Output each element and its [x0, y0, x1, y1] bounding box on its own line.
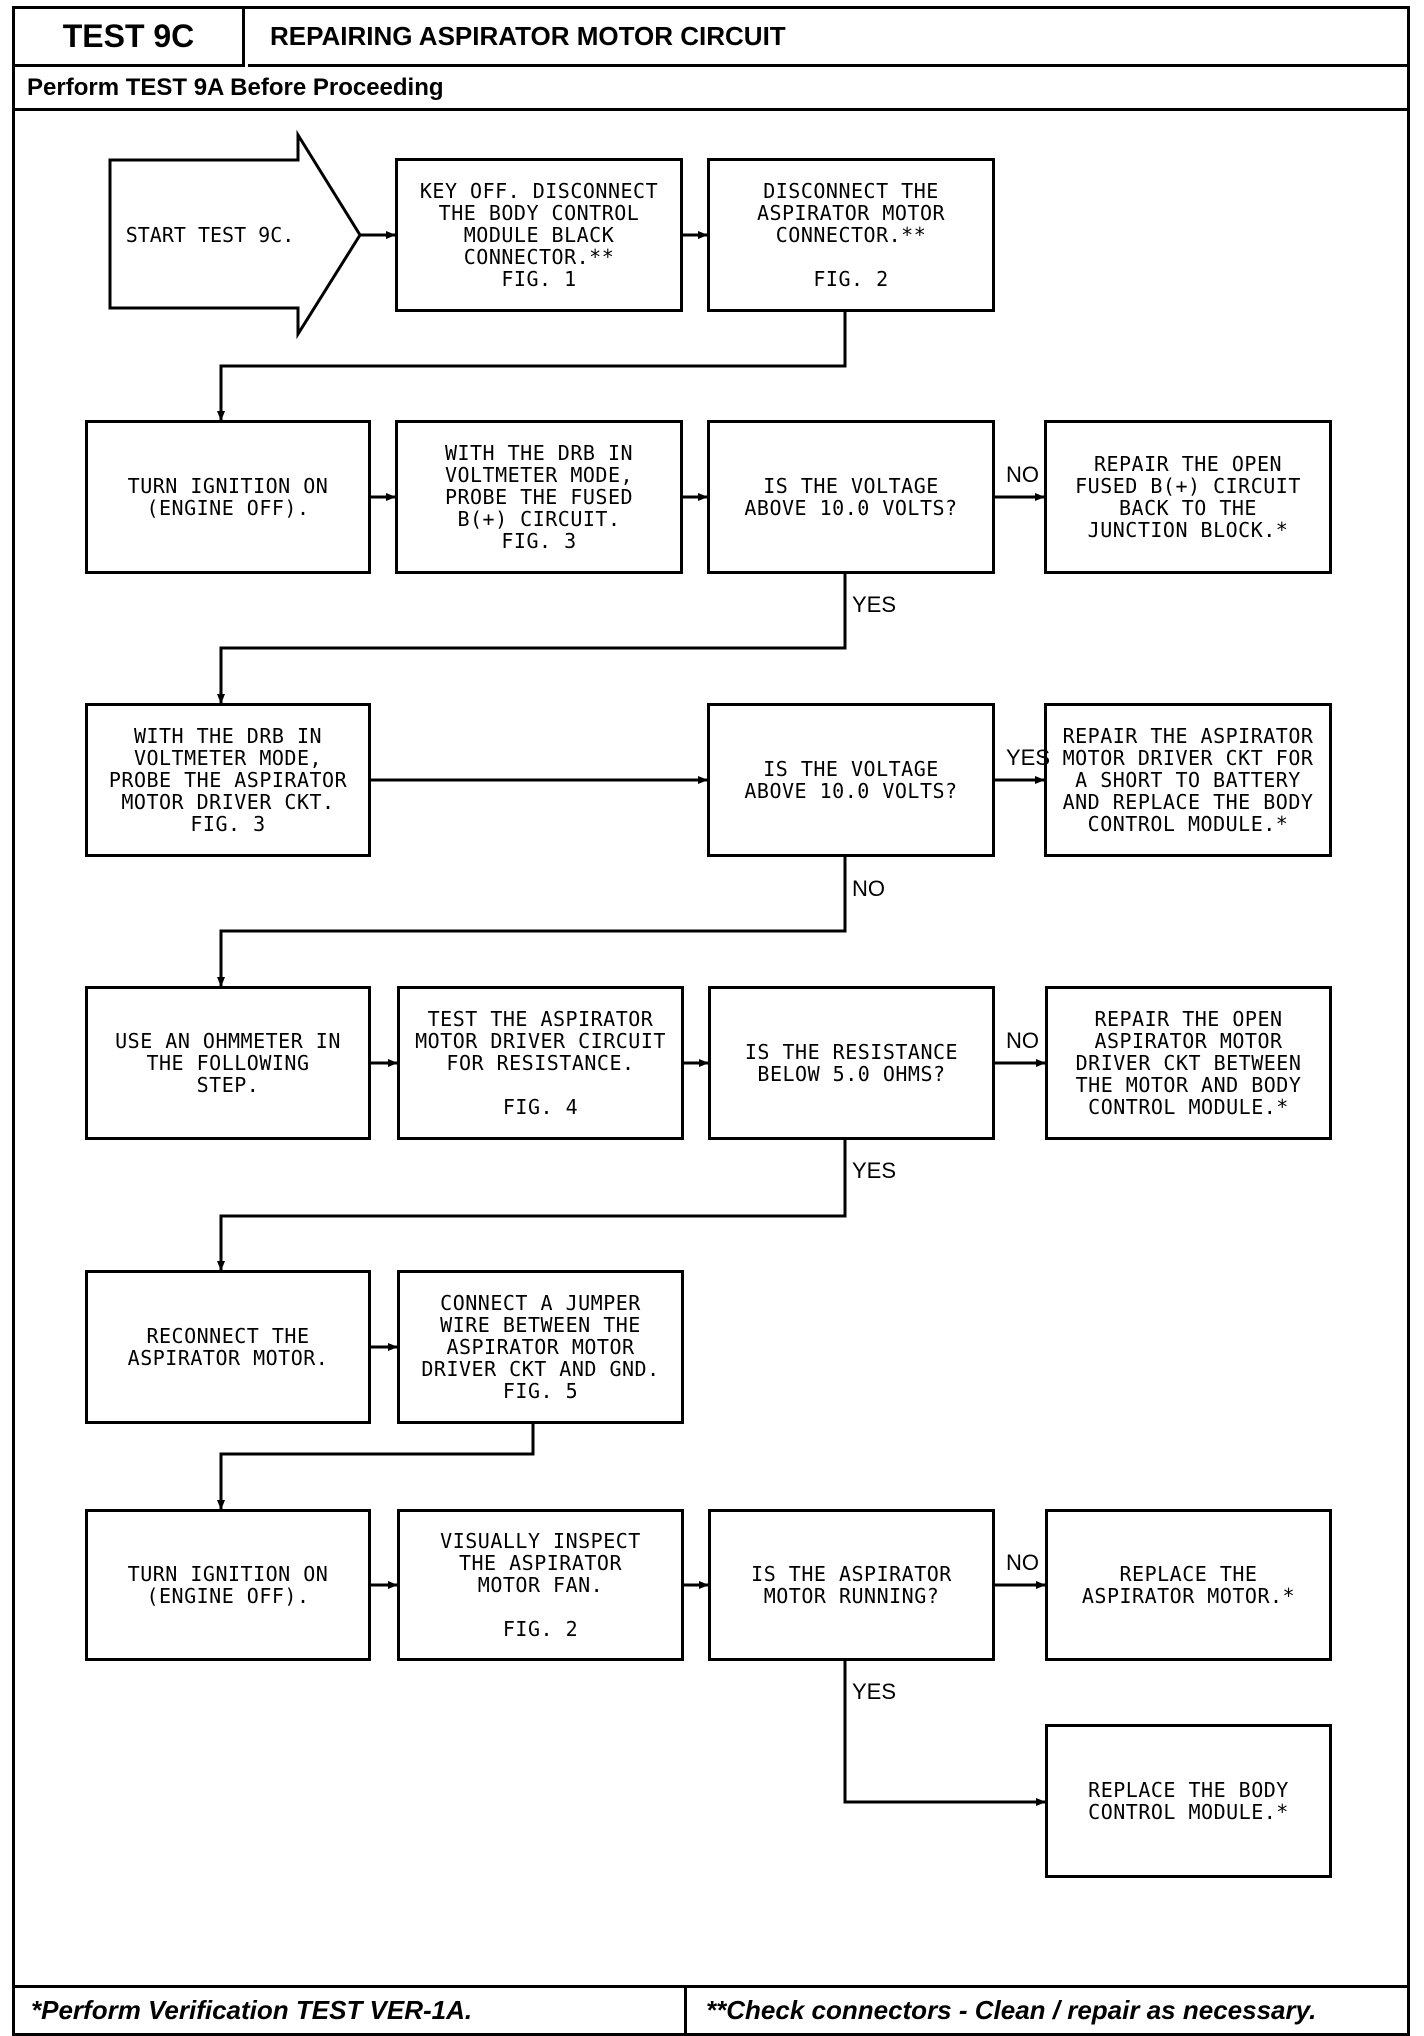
- result-repair-fused-b: REPAIR THE OPEN FUSED B(+) CIRCUIT BACK …: [1044, 420, 1332, 574]
- label-yes-4: YES: [852, 1679, 897, 1704]
- label-no-1: NO: [1006, 462, 1039, 487]
- step-ignition-on-2: TURN IGNITION ON (ENGINE OFF).: [85, 1509, 371, 1661]
- connector-b12-b14: [217, 1140, 847, 1271]
- label-yes-2: YES: [1006, 745, 1051, 770]
- result-replace-motor: REPLACE THE ASPIRATOR MOTOR.*: [1045, 1509, 1332, 1661]
- step-use-ohmmeter: USE AN OHMMETER IN THE FOLLOWING STEP.: [85, 986, 371, 1140]
- page-title: REPAIRING ASPIRATOR MOTOR CIRCUIT: [248, 9, 1407, 67]
- label-yes-1: YES: [852, 592, 897, 617]
- result-repair-open-driver: REPAIR THE OPEN ASPIRATOR MOTOR DRIVER C…: [1045, 986, 1332, 1140]
- step-disconnect-bcm: KEY OFF. DISCONNECT THE BODY CONTROL MOD…: [395, 158, 683, 312]
- result-replace-bcm: REPLACE THE BODY CONTROL MODULE.*: [1045, 1724, 1332, 1878]
- result-repair-short-battery: REPAIR THE ASPIRATOR MOTOR DRIVER CKT FO…: [1044, 703, 1332, 857]
- step-probe-fused-b: WITH THE DRB IN VOLTMETER MODE, PROBE TH…: [395, 420, 683, 574]
- decision-voltage-2: IS THE VOLTAGE ABOVE 10.0 VOLTS?: [707, 703, 995, 857]
- footer-verification-note: *Perform Verification TEST VER-1A.: [15, 1988, 687, 2033]
- footer: *Perform Verification TEST VER-1A. **Che…: [15, 1985, 1407, 2033]
- step-connect-jumper: CONNECT A JUMPER WIRE BETWEEN THE ASPIRA…: [397, 1270, 684, 1424]
- label-yes-3: YES: [852, 1158, 897, 1183]
- step-test-resistance: TEST THE ASPIRATOR MOTOR DRIVER CIRCUIT …: [397, 986, 684, 1140]
- label-no-2: NO: [852, 876, 885, 901]
- connector-b2-b3: [217, 312, 847, 421]
- label-no-3: NO: [1006, 1028, 1039, 1053]
- decision-voltage-1: IS THE VOLTAGE ABOVE 10.0 VOLTS?: [707, 420, 995, 574]
- start-label: START TEST 9C.: [125, 223, 295, 247]
- step-inspect-fan: VISUALLY INSPECT THE ASPIRATOR MOTOR FAN…: [397, 1509, 684, 1661]
- step-disconnect-aspirator: DISCONNECT THE ASPIRATOR MOTOR CONNECTOR…: [707, 158, 995, 312]
- connector-b15-b16: [217, 1424, 535, 1510]
- connector-b5-b7: [217, 574, 847, 704]
- decision-resistance: IS THE RESISTANCE BELOW 5.0 OHMS?: [708, 986, 995, 1140]
- step-reconnect-motor: RECONNECT THE ASPIRATOR MOTOR.: [85, 1270, 371, 1424]
- step-probe-driver-ckt: WITH THE DRB IN VOLTMETER MODE, PROBE TH…: [85, 703, 371, 857]
- page-frame: TEST 9C REPAIRING ASPIRATOR MOTOR CIRCUI…: [12, 6, 1410, 2036]
- connector-b8-b10: [217, 857, 847, 987]
- footer-connector-note: **Check connectors - Clean / repair as n…: [706, 1995, 1317, 2025]
- label-no-4: NO: [1006, 1550, 1039, 1575]
- step-ignition-on: TURN IGNITION ON (ENGINE OFF).: [85, 420, 371, 574]
- prerequisite-note: Perform TEST 9A Before Proceeding: [15, 67, 1407, 111]
- decision-motor-running: IS THE ASPIRATOR MOTOR RUNNING?: [708, 1509, 995, 1661]
- test-id: TEST 9C: [15, 9, 245, 67]
- start-arrow-shape: [108, 129, 362, 340]
- connector-b18-b20: [843, 1661, 1046, 1806]
